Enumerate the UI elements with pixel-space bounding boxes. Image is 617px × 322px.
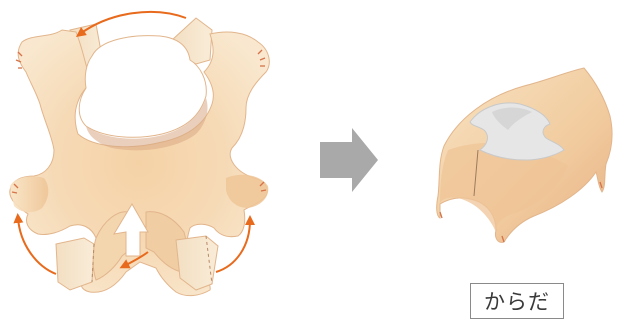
bottom-left-tab: [56, 238, 94, 290]
unfolded-body-template: [10, 12, 269, 296]
caption-box: からだ: [470, 283, 564, 319]
caption-label: からだ: [484, 286, 550, 316]
right-arrow-icon: [320, 128, 378, 192]
center-cutout: [79, 36, 206, 138]
left-paw-shade: [10, 176, 48, 212]
folded-body: [437, 68, 612, 242]
